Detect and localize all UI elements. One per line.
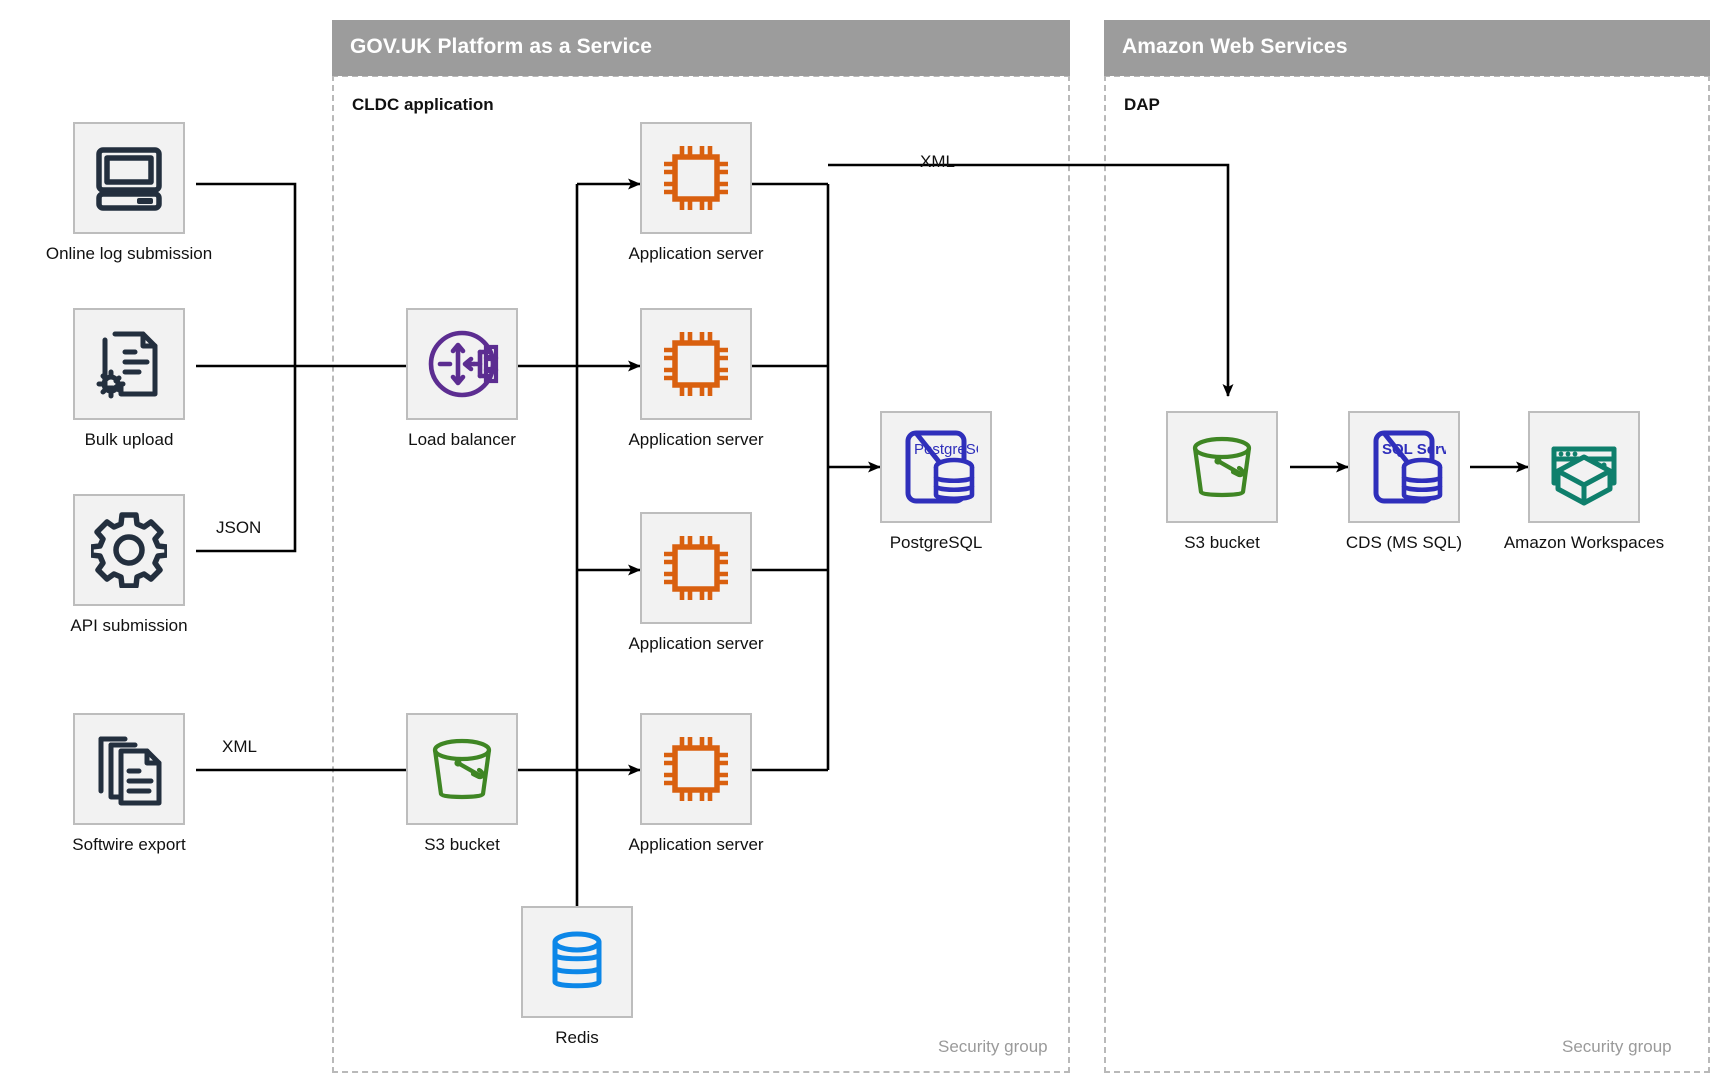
node-label: Application server: [628, 634, 764, 653]
node-label: Redis: [555, 1028, 599, 1047]
cpu-chip-icon: [640, 308, 752, 420]
node-label: Amazon Workspaces: [1503, 533, 1665, 552]
node-label: Application server: [628, 244, 764, 263]
node-load-balancer[interactable]: Load balancer: [406, 308, 518, 449]
cpu-chip-icon: [640, 122, 752, 234]
node-label: Application server: [628, 430, 764, 449]
workspaces-cube-icon: [1528, 411, 1640, 523]
documents-stack-icon: [73, 713, 185, 825]
node-online-log-submission[interactable]: Online log submission: [46, 122, 212, 263]
node-label: Application server: [628, 835, 764, 854]
node-app-server-3[interactable]: Application server: [628, 512, 764, 653]
node-label: Online log submission: [45, 244, 213, 263]
cpu-chip-icon: [640, 512, 752, 624]
security-group-label-paas: Security group: [938, 1037, 1048, 1056]
cpu-chip-icon: [640, 713, 752, 825]
edge-label-xml-softwire: XML: [222, 737, 257, 756]
node-label: Bulk upload: [84, 430, 174, 449]
edge-label-json: JSON: [216, 518, 262, 537]
security-group-aws: [1104, 75, 1710, 1073]
s3-bucket-icon: [1166, 411, 1278, 523]
node-label: PostgreSQL: [889, 533, 983, 552]
node-label: S3 bucket: [1184, 533, 1260, 552]
node-app-server-4[interactable]: Application server: [628, 713, 764, 854]
node-label: CDS (MS SQL): [1345, 533, 1463, 552]
subtitle-cldc-application: CLDC application: [352, 95, 494, 114]
gear-icon: [73, 494, 185, 606]
node-postgresql[interactable]: PostgreSQL PostgreSQL: [880, 411, 992, 552]
sql-server-icon: SQL Server: [1348, 411, 1460, 523]
sql-server-badge-text: SQL Server: [1382, 441, 1446, 458]
edge-label-xml-dap: XML: [920, 152, 955, 171]
group-header-aws: Amazon Web Services: [1104, 20, 1710, 76]
document-gear-icon: [73, 308, 185, 420]
security-group-label-aws: Security group: [1562, 1037, 1672, 1056]
node-label: API submission: [70, 616, 188, 635]
node-redis[interactable]: Redis: [521, 906, 633, 1047]
postgresql-icon: PostgreSQL: [880, 411, 992, 523]
node-bulk-upload[interactable]: Bulk upload: [73, 308, 185, 449]
node-s3-bucket-paas[interactable]: S3 bucket: [406, 713, 518, 854]
postgresql-badge-text: PostgreSQL: [914, 441, 978, 458]
database-cylinder-icon: [521, 906, 633, 1018]
node-app-server-2[interactable]: Application server: [628, 308, 764, 449]
node-label: Softwire export: [72, 835, 186, 854]
security-group-paas: [332, 75, 1070, 1073]
node-app-server-1[interactable]: Application server: [628, 122, 764, 263]
load-balancer-icon: [406, 308, 518, 420]
group-header-paas: GOV.UK Platform as a Service: [332, 20, 1070, 76]
node-s3-bucket-aws[interactable]: S3 bucket: [1166, 411, 1278, 552]
node-amazon-workspaces[interactable]: Amazon Workspaces: [1504, 411, 1664, 552]
desktop-computer-icon: [73, 122, 185, 234]
node-label: S3 bucket: [424, 835, 500, 854]
subtitle-dap: DAP: [1124, 95, 1160, 114]
node-api-submission[interactable]: API submission: [70, 494, 188, 635]
node-label: Load balancer: [408, 430, 516, 449]
node-cds-ms-sql[interactable]: SQL Server CDS (MS SQL): [1346, 411, 1462, 552]
node-softwire-export[interactable]: Softwire export: [72, 713, 186, 854]
s3-bucket-icon: [406, 713, 518, 825]
